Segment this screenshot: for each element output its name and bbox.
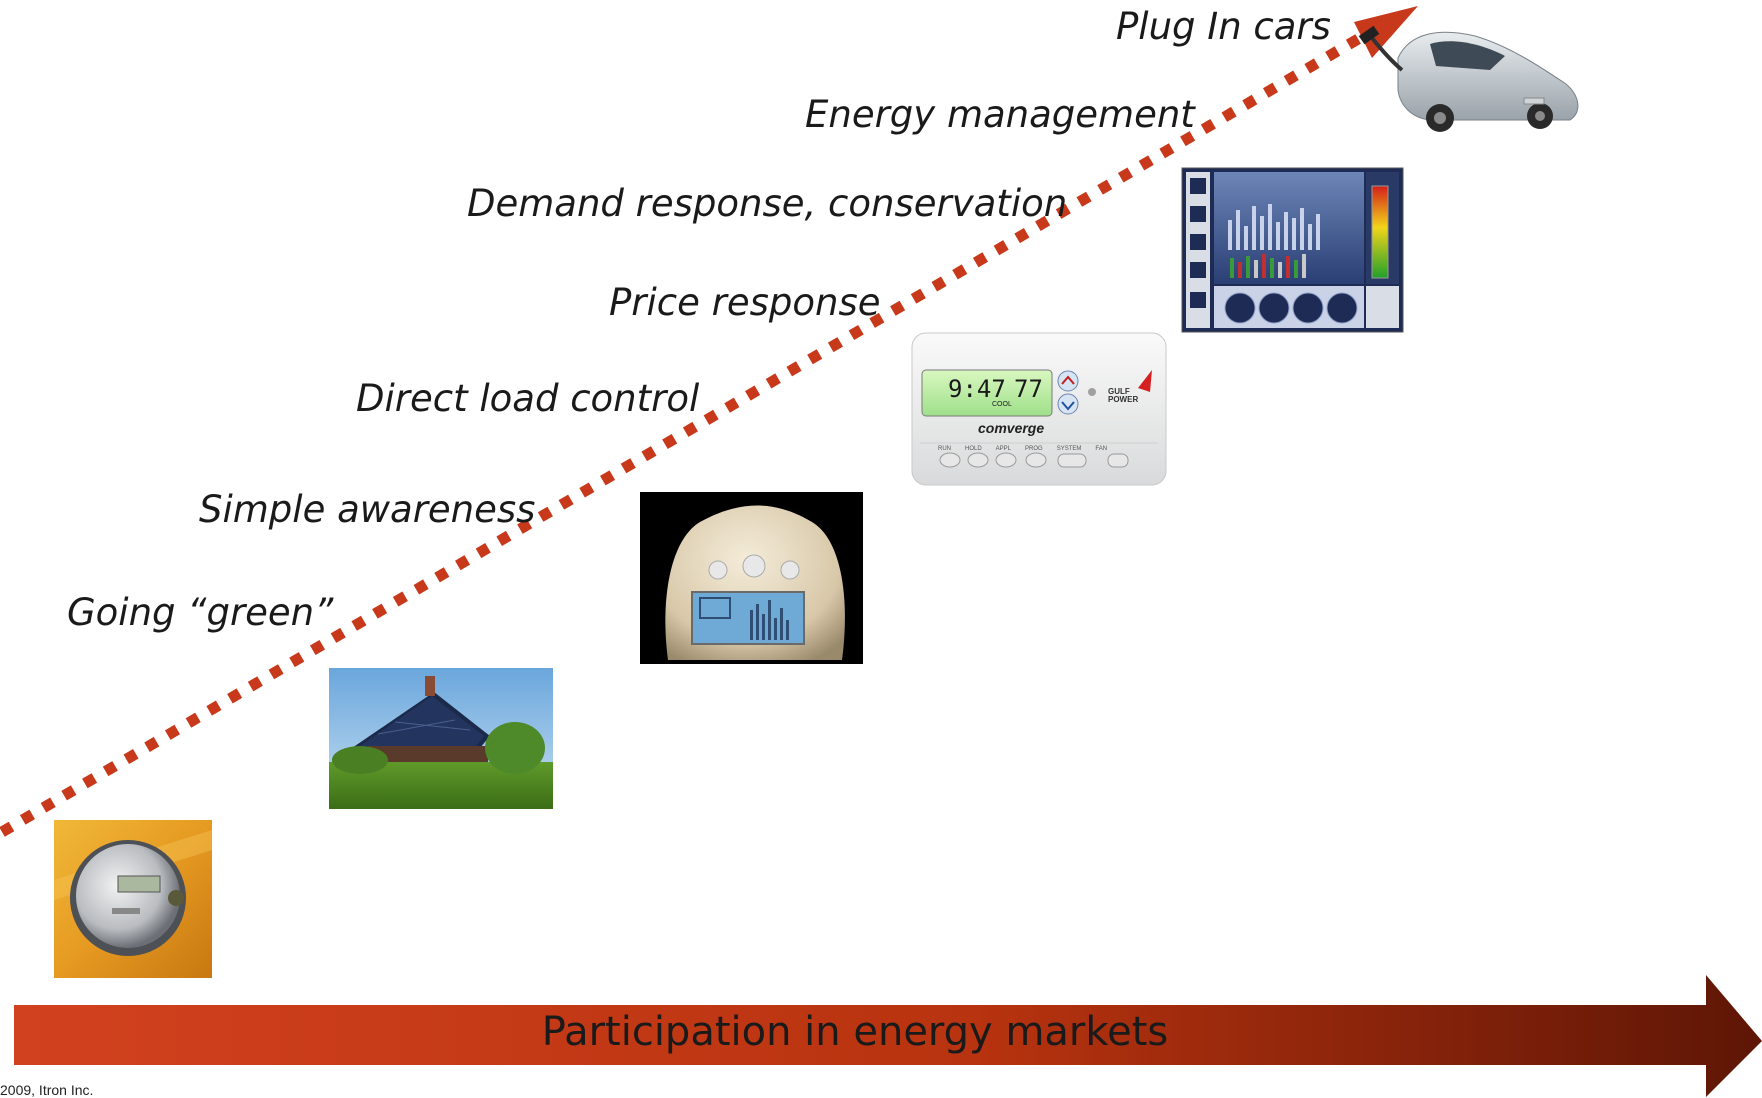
thermostat-button-hold: HOLD xyxy=(965,446,982,452)
smart-meter-image xyxy=(54,820,212,978)
thermostat-button-system: SYSTEM xyxy=(1056,446,1082,452)
step-plug-in-cars: Plug In cars xyxy=(1116,5,1331,48)
thermostat-button-run: RUN xyxy=(938,446,951,452)
thermostat-button-appl: APPL xyxy=(995,446,1012,452)
trend-arrowhead xyxy=(1354,6,1418,58)
step-direct-load-control: Direct load control xyxy=(356,377,700,420)
thermostat-button-fan: FAN xyxy=(1095,446,1108,452)
step-going-green: Going “green” xyxy=(67,591,334,634)
step-demand-response: Demand response, conservation xyxy=(467,182,1068,225)
step-price-response: Price response xyxy=(609,281,881,324)
banner-arrow xyxy=(14,975,1762,1097)
thermostat-brand: comverge xyxy=(978,420,1045,436)
thermostat-button-labels: RUN HOLD APPL PROG SYSTEM FAN xyxy=(938,446,1158,452)
step-simple-awareness: Simple awareness xyxy=(199,488,536,531)
thermostat-image xyxy=(911,332,1167,486)
step-energy-management: Energy management xyxy=(805,93,1195,136)
energy-management-screen-image xyxy=(1181,167,1404,333)
thermostat-time: 9:47 xyxy=(948,375,1006,403)
thermostat-button-prog: PROG xyxy=(1025,446,1043,452)
in-home-display-image xyxy=(640,492,863,664)
thermostat-temp: 77 xyxy=(1014,375,1043,403)
banner-label: Participation in energy markets xyxy=(541,1009,1169,1055)
copyright-footer: 2009, Itron Inc. xyxy=(0,1082,94,1098)
solar-house-image xyxy=(329,668,553,809)
dotted-trend-line xyxy=(0,27,1373,837)
plug-in-car-image xyxy=(1358,25,1579,132)
thermostat-mode: COOL xyxy=(992,401,1012,408)
thermostat-utility: GULF POWER xyxy=(1108,387,1139,405)
